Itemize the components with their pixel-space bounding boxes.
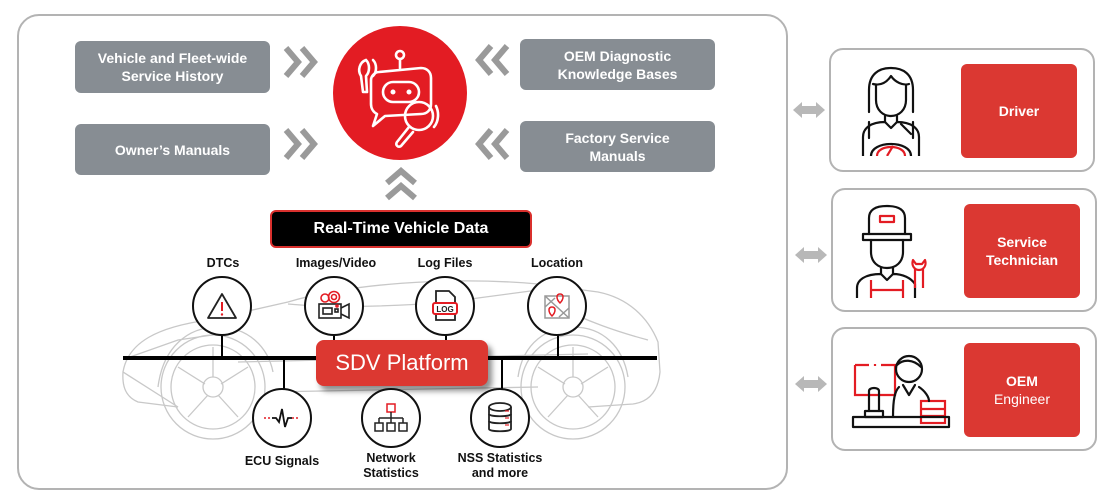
label-line: ECU Signals: [244, 454, 320, 468]
map-location-icon: [544, 293, 570, 319]
data-label-images-video: Images/Video: [295, 256, 377, 270]
node-location: [527, 276, 587, 336]
connector-line: [445, 330, 447, 342]
data-label-ecu-signals: ECU Signals: [222, 454, 342, 469]
label-line: and more: [471, 466, 529, 480]
video-camera-icon: [318, 290, 350, 320]
chevron-right-icon: [283, 46, 318, 78]
bidirectional-arrow-icon: [795, 247, 827, 263]
role-label: Driver: [998, 103, 1040, 119]
banner-title: Real-Time Vehicle Data: [313, 220, 489, 237]
ai-diagnostic-hub: [333, 26, 467, 160]
source-label: Service History: [121, 68, 224, 84]
role-card-driver: Driver: [829, 48, 1095, 172]
connector-line: [221, 330, 223, 358]
chevron-left-icon: [475, 44, 510, 76]
engineer-icon: [851, 354, 951, 429]
data-label-dtcs: DTCs: [206, 256, 240, 270]
driver-icon: [861, 66, 921, 156]
source-owners-manuals: Owner’s Manuals: [75, 124, 270, 175]
connector-line: [333, 330, 335, 342]
signal-waveform-icon: [264, 408, 300, 428]
source-label: Vehicle and Fleet-wide: [97, 50, 248, 66]
node-log-files: LOG: [415, 276, 475, 336]
connector-line: [283, 358, 285, 390]
node-ecu-signals: [252, 388, 312, 448]
role-button-driver[interactable]: Driver: [961, 64, 1077, 158]
role-button-oem-engineer[interactable]: OEM Engineer: [964, 343, 1080, 437]
label-line: Network: [366, 451, 416, 465]
source-label: Knowledge Bases: [557, 65, 678, 82]
platform-title: SDV Platform: [335, 350, 469, 375]
node-nss-statistics: [470, 388, 530, 448]
node-network-statistics: [361, 388, 421, 448]
data-label-log-files: Log Files: [417, 256, 473, 270]
data-label-location: Location: [530, 256, 584, 270]
role-label: Engineer: [993, 391, 1051, 407]
source-label: Manuals: [589, 147, 646, 164]
role-label: Service: [997, 234, 1047, 250]
connector-line: [501, 358, 503, 390]
sdv-platform-label: SDV Platform: [316, 340, 488, 386]
node-dtcs: [192, 276, 252, 336]
chevron-up-icon: [385, 167, 417, 201]
label-line: NSS Statistics: [457, 451, 543, 465]
role-label: OEM: [1006, 373, 1038, 389]
log-file-icon: LOG: [432, 290, 458, 321]
source-label: Factory Service: [565, 129, 670, 146]
technician-icon: [855, 204, 927, 298]
source-label: Owner’s Manuals: [114, 141, 231, 158]
node-images-video: [304, 276, 364, 336]
chevron-left-icon: [475, 128, 510, 160]
role-card-oem-engineer: OEM Engineer: [831, 327, 1097, 451]
label-line: Statistics: [363, 466, 419, 480]
chevron-right-icon: [283, 128, 318, 160]
bidirectional-arrow-icon: [793, 102, 825, 118]
network-hierarchy-icon: [374, 403, 408, 432]
real-time-vehicle-data-banner: Real-Time Vehicle Data: [270, 210, 532, 248]
svg-text:LOG: LOG: [436, 305, 453, 314]
connector-line: [557, 330, 559, 358]
warning-triangle-icon: [207, 293, 237, 319]
bidirectional-arrow-icon: [795, 376, 827, 392]
role-label: Technician: [985, 252, 1059, 268]
database-icon: [488, 402, 512, 433]
ai-diagnostic-bot-icon: [357, 49, 440, 148]
source-label: OEM Diagnostic: [563, 47, 672, 64]
